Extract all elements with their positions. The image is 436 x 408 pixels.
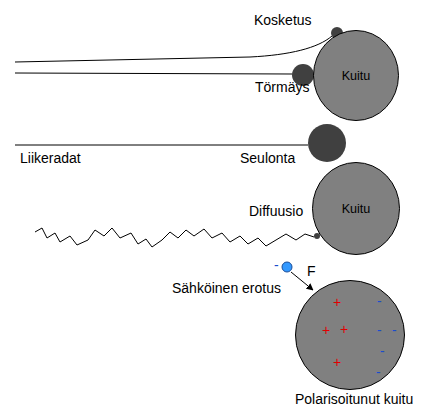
charged-particle [282, 262, 292, 272]
particle [308, 124, 346, 162]
charge-sign: + [340, 321, 348, 337]
charge-sign: - [274, 257, 279, 273]
mechanism-label: Törmäys [255, 79, 309, 95]
mechanism-label: Seulonta [240, 150, 295, 166]
charge-sign: - [376, 364, 381, 380]
charge-sign: + [322, 322, 330, 338]
charge-sign: + [333, 294, 341, 310]
trajectory-line [15, 73, 292, 74]
mechanism-label: Sähköinen erotus [172, 280, 281, 296]
fiber-circle: Kuitu [313, 30, 399, 121]
fiber-circle: Polarisoitunut kuitu [295, 280, 405, 390]
fiber-caption: Polarisoitunut kuitu [295, 391, 413, 407]
mechanism-label: F [307, 263, 316, 279]
charge-sign: - [377, 322, 382, 338]
fiber-outline [295, 280, 405, 390]
diffusion-path [35, 228, 314, 247]
mechanism-label: Diffuusio [249, 203, 303, 219]
charge-sign: - [380, 343, 385, 359]
trajectory-line [15, 145, 308, 146]
fiber-label: Kuitu [342, 68, 371, 84]
fiber-circle: Kuitu [312, 162, 400, 255]
charge-sign: - [392, 322, 397, 338]
charge-sign: + [333, 354, 341, 370]
mechanism-label: Kosketus [254, 12, 312, 28]
mechanism-label: Liikeradat [20, 150, 81, 166]
trajectory-line [15, 36, 332, 62]
charge-sign: - [377, 293, 382, 309]
fiber-label: Kuitu [342, 201, 371, 217]
